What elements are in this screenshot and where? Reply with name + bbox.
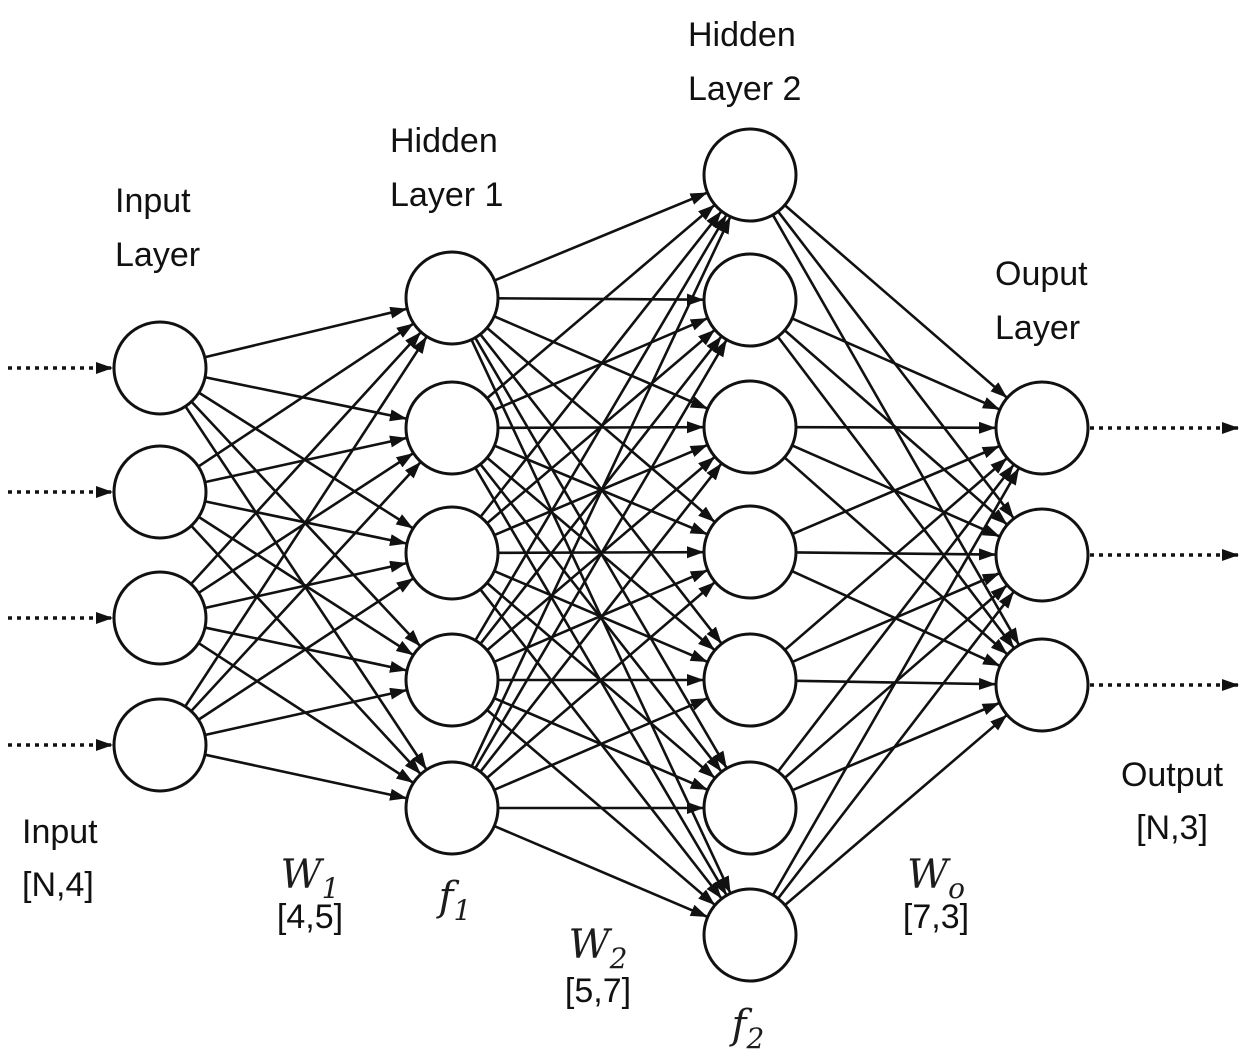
hidden-layer-1-node-5 <box>404 760 500 856</box>
connection-hidden-layer-2-n2-to-output-layer-n1 <box>791 317 1000 411</box>
f2-label: f2 <box>729 1002 765 1055</box>
connection-hidden-layer-1-n5-to-hidden-layer-2-n5 <box>493 697 708 792</box>
hidden-layer-2-node-6 <box>702 760 798 856</box>
connection-input-layer-n1-to-hidden-layer-1-n1 <box>204 306 408 359</box>
connection-hidden-layer-1-n1-to-hidden-layer-2-n3 <box>493 315 708 410</box>
input-layer-node-1 <box>112 320 208 416</box>
connection-hidden-layer-2-n6-to-output-layer-n1 <box>776 464 1015 773</box>
neuron-nodes <box>112 127 1090 983</box>
connection-hidden-layer-2-n1-to-output-layer-n3 <box>771 214 1020 646</box>
connection-hidden-layer-1-n5-to-hidden-layer-2-n3 <box>479 463 723 773</box>
hidden-layer-2-node-7 <box>702 887 798 983</box>
hidden-layer-1-node-1 <box>404 250 500 346</box>
wo-label-shape: [7,3] <box>903 898 969 936</box>
output-layer-node-3 <box>994 637 1090 733</box>
connection-hidden-layer-2-n1-to-output-layer-n1 <box>783 204 1008 399</box>
connection-hidden-layer-1-n5-to-hidden-layer-2-n4 <box>486 581 716 780</box>
f1-label: f1 <box>436 874 472 927</box>
connection-hidden-layer-1-n1-to-hidden-layer-2-n1 <box>494 191 708 282</box>
connection-hidden-layer-1-n2-to-hidden-layer-2-n1 <box>486 204 716 400</box>
wo-label: Wo <box>907 852 965 905</box>
connection-input-layer-n3-to-hidden-layer-1-n1 <box>190 331 422 585</box>
connection-hidden-layer-1-n5-to-hidden-layer-2-n1 <box>470 216 732 767</box>
connection-hidden-layer-2-n5-to-output-layer-n1 <box>783 457 1008 651</box>
connection-hidden-layer-2-n3-to-output-layer-n1 <box>795 421 997 434</box>
connection-input-layer-n2-to-hidden-layer-1-n1 <box>197 322 414 468</box>
connection-hidden-layer-1-n3-to-hidden-layer-2-n1 <box>479 211 722 518</box>
connection-hidden-layer-1-n1-to-hidden-layer-2-n2 <box>497 293 705 306</box>
w2-label-shape: [5,7] <box>565 972 631 1010</box>
input-layer-node-3 <box>112 570 208 666</box>
output-layer-node-1 <box>994 380 1090 476</box>
output-shape-label: Output[N,3] <box>1121 756 1224 847</box>
hidden-layer-1-node-3 <box>404 505 500 601</box>
connection-input-layer-n1-to-hidden-layer-1-n2 <box>204 375 407 422</box>
input-layer-node-2 <box>112 444 208 540</box>
w1-label-shape: [4,5] <box>277 898 343 936</box>
hidden-layer-1-node-2 <box>404 380 500 476</box>
connection-input-layer-n4-to-hidden-layer-1-n5 <box>204 753 408 801</box>
connection-hidden-layer-2-n4-to-output-layer-n1 <box>791 445 1000 536</box>
connection-input-layer-n4-to-hidden-layer-1-n2 <box>190 461 422 713</box>
hidden-layer-2-node-4 <box>702 504 798 600</box>
connection-hidden-layer-2-n7-to-output-layer-n3 <box>784 714 1008 907</box>
connection-lines <box>184 191 1020 918</box>
w1-label: W1 <box>281 852 340 905</box>
connection-hidden-layer-1-n5-to-hidden-layer-2-n2 <box>474 339 728 769</box>
hidden-layer-2-node-5 <box>702 632 798 728</box>
input-shape-label: Input[N,4] <box>22 813 98 904</box>
w2-label: W2 <box>569 922 628 975</box>
connection-input-layer-n4-to-hidden-layer-1-n1 <box>184 336 428 708</box>
connection-input-layer-n4-to-hidden-layer-1-n3 <box>197 577 414 721</box>
hidden-layer-1-node-4 <box>404 632 500 728</box>
connection-hidden-layer-1-n5-to-hidden-layer-2-n7 <box>493 824 708 918</box>
connection-hidden-layer-2-n7-to-output-layer-n1 <box>771 467 1020 896</box>
output-layer-node-2 <box>994 507 1090 603</box>
connection-hidden-layer-2-n7-to-output-layer-n2 <box>776 591 1015 900</box>
io-arrows <box>8 362 1239 751</box>
hidden-layer-2-node-2 <box>702 252 798 348</box>
hidden-layer-2-node-1 <box>702 127 798 223</box>
connection-input-layer-n4-to-hidden-layer-1-n4 <box>204 687 408 737</box>
input-layer-node-4 <box>112 697 208 793</box>
connection-hidden-layer-1-n4-to-hidden-layer-2-n1 <box>474 214 728 642</box>
hidden-layer-2-node-3 <box>702 379 798 475</box>
